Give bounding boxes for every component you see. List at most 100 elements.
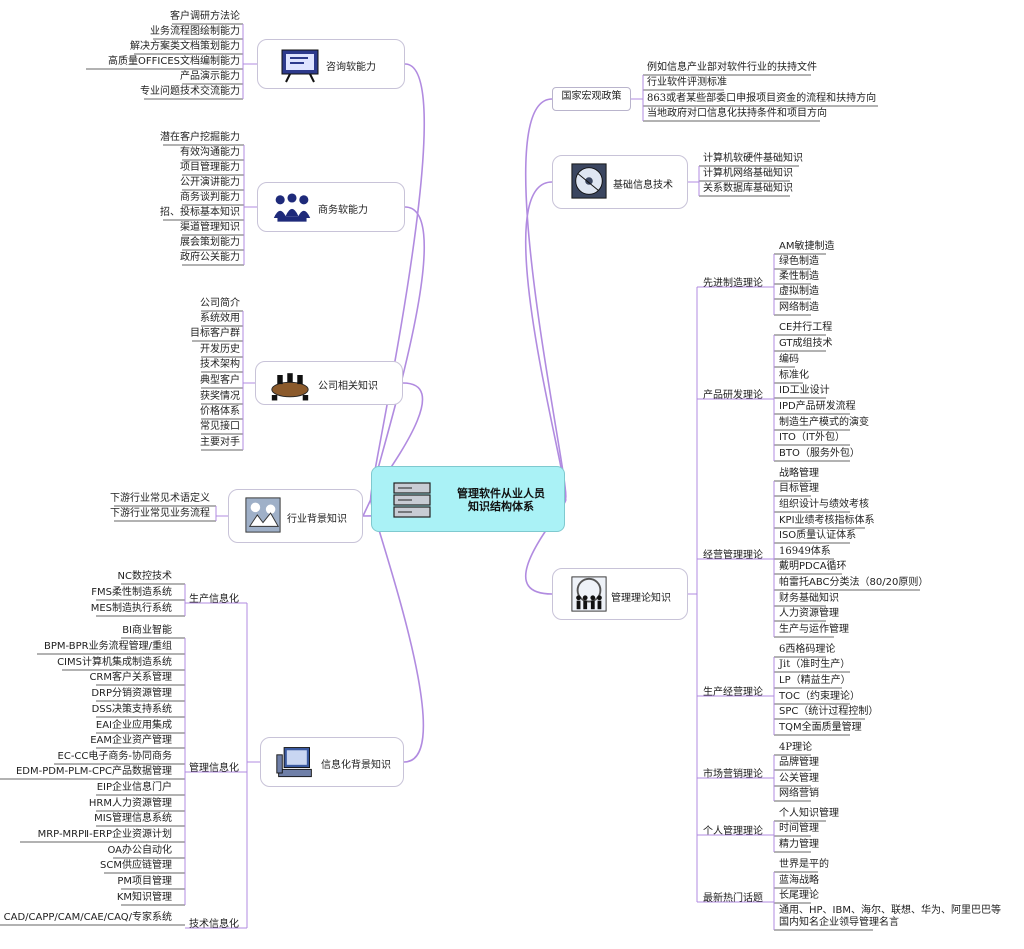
mgmt-leaf-item[interactable]: 公关管理 (779, 773, 819, 784)
infotech-leaf-item[interactable]: OA办公自动化 (107, 845, 172, 856)
mgmt-leaf-item[interactable]: AM敏捷制造 (779, 241, 835, 252)
mgmt-leaf-item[interactable]: TQM全面质量管理 (779, 722, 862, 733)
mgmt-leaf-item[interactable]: 制造生产模式的演变 (779, 417, 869, 428)
mgmt-leaf-item[interactable]: 组织设计与绩效考核 (779, 499, 869, 510)
mgmt-leaf-item[interactable]: Jit（准时生产） (779, 659, 851, 670)
consult-leaf-item[interactable]: 客户调研方法论 (170, 11, 240, 22)
mgmt-group-label[interactable]: 生产经营理论 (703, 687, 763, 698)
mgmt-leaf-item[interactable]: 戴明PDCA循环 (779, 561, 847, 572)
infotech-leaf-item[interactable]: KM知识管理 (116, 892, 172, 903)
mgmt-leaf-item[interactable]: 世界是平的 (779, 859, 829, 870)
mgmt-leaf-item[interactable]: SPC（统计过程控制） (779, 706, 879, 717)
policy-leaf-item[interactable]: 当地政府对口信息化扶持条件和项目方向 (647, 108, 827, 119)
infotech-leaf-item[interactable]: EAI企业应用集成 (95, 720, 172, 731)
mgmt-leaf-item[interactable]: 网络营销 (779, 788, 819, 799)
node-basic-it[interactable]: 基础信息技术 (552, 155, 688, 209)
infotech-leaf-item[interactable]: CIMS计算机集成制造系统 (57, 657, 172, 668)
business-leaf-item[interactable]: 渠道管理知识 (180, 222, 240, 233)
company-leaf-item[interactable]: 获奖情况 (200, 391, 240, 402)
infotech-leaf-item[interactable]: EIP企业信息门户 (96, 782, 172, 793)
infotech-leaf-item[interactable]: EAM企业资产管理 (90, 735, 172, 746)
infotech-leaf-item[interactable]: DSS决策支持系统 (91, 704, 172, 715)
infotech-leaf-item[interactable]: HRM人力资源管理 (88, 798, 172, 809)
mgmt-leaf-item[interactable]: 时间管理 (779, 823, 819, 834)
policy-leaf-item[interactable]: 行业软件评测标准 (647, 77, 727, 88)
business-leaf-item[interactable]: 潜在客户挖掘能力 (160, 132, 240, 143)
company-leaf-item[interactable]: 开发历史 (200, 344, 240, 355)
infotech-leaf-item[interactable]: BPM-BPR业务流程管理/重组 (44, 641, 172, 652)
business-leaf-item[interactable]: 公开演讲能力 (180, 177, 240, 188)
mgmt-leaf-item[interactable]: 目标管理 (779, 483, 819, 494)
mgmt-leaf-item[interactable]: IPD产品研发流程 (779, 401, 856, 412)
node-management-theory[interactable]: 管理理论知识 (552, 568, 688, 620)
mgmt-leaf-item[interactable]: GT成组技术 (779, 338, 833, 349)
mgmt-leaf-item[interactable]: 战略管理 (779, 468, 819, 479)
mgmt-leaf-item[interactable]: 财务基础知识 (779, 593, 839, 604)
node-national-policy[interactable]: 国家宏观政策 (552, 87, 631, 111)
mgmt-group-label[interactable]: 产品研发理论 (703, 390, 763, 401)
business-leaf-item[interactable]: 有效沟通能力 (180, 147, 240, 158)
node-business-skills[interactable]: 商务软能力 (257, 182, 405, 232)
basicit-leaf-item[interactable]: 计算机软硬件基础知识 (703, 153, 803, 164)
mgmt-leaf-item[interactable]: ITO（IT外包） (779, 432, 845, 443)
company-leaf-item[interactable]: 典型客户 (200, 375, 240, 386)
mgmt-group-label[interactable]: 个人管理理论 (703, 826, 763, 837)
business-leaf-item[interactable]: 商务谈判能力 (180, 192, 240, 203)
infotech-leaf-item[interactable]: MIS管理信息系统 (94, 813, 172, 824)
mgmt-leaf-item[interactable]: 6西格码理论 (779, 644, 836, 655)
mgmt-leaf-item[interactable]: 生产与运作管理 (779, 624, 849, 635)
mgmt-group-label[interactable]: 市场营销理论 (703, 769, 763, 780)
business-leaf-item[interactable]: 项目管理能力 (180, 162, 240, 173)
consult-leaf-item[interactable]: 解决方案类文档策划能力 (130, 41, 240, 52)
consult-leaf-item[interactable]: 产品演示能力 (180, 71, 240, 82)
business-leaf-item[interactable]: 展会策划能力 (180, 237, 240, 248)
basicit-leaf-item[interactable]: 计算机网络基础知识 (703, 168, 793, 179)
node-informatization-background[interactable]: 信息化背景知识 (260, 737, 404, 787)
company-leaf-item[interactable]: 系统效用 (200, 313, 240, 324)
basicit-leaf-item[interactable]: 关系数据库基础知识 (703, 183, 793, 194)
company-leaf-item[interactable]: 价格体系 (200, 406, 240, 417)
mgmt-leaf-item[interactable]: 长尾理论 (779, 890, 819, 901)
company-leaf-item[interactable]: 目标客户群 (190, 328, 240, 339)
infotech-group-label[interactable]: 技术信息化 (189, 919, 239, 930)
mgmt-leaf-item[interactable]: 精力管理 (779, 839, 819, 850)
mgmt-leaf-item[interactable]: BTO（服务外包） (779, 448, 860, 459)
node-consulting-skills[interactable]: 咨询软能力 (257, 39, 405, 89)
node-company-knowledge[interactable]: 公司相关知识 (255, 361, 403, 405)
mgmt-leaf-item[interactable]: 绿色制造 (779, 256, 819, 267)
mgmt-leaf-item[interactable]: 通用、HP、IBM、海尔、联想、华为、阿里巴巴等 (779, 905, 1001, 916)
industry-leaf-item[interactable]: 下游行业常见术语定义 (110, 493, 210, 504)
industry-leaf-item[interactable]: 下游行业常见业务流程 (110, 508, 210, 519)
infotech-leaf-item[interactable]: SCM供应链管理 (100, 860, 172, 871)
infotech-leaf-item[interactable]: EDM-PDM-PLM-CPC产品数据管理 (15, 766, 172, 777)
mgmt-leaf-item[interactable]: 4P理论 (779, 742, 813, 753)
business-leaf-item[interactable]: 政府公关能力 (180, 252, 240, 263)
company-leaf-item[interactable]: 技术架构 (200, 359, 240, 370)
mgmt-leaf-item[interactable]: 蓝海战略 (779, 875, 819, 886)
infotech-leaf-item[interactable]: BI商业智能 (122, 625, 172, 636)
consult-leaf-item[interactable]: 专业问题技术交流能力 (140, 86, 240, 97)
central-topic[interactable]: 管理软件从业人员 知识结构体系 (371, 466, 565, 532)
infotech-group-label[interactable]: 生产信息化 (189, 594, 239, 605)
policy-leaf-item[interactable]: 例如信息产业部对软件行业的扶持文件 (647, 62, 817, 73)
company-leaf-item[interactable]: 公司简介 (200, 298, 240, 309)
mgmt-group-label[interactable]: 先进制造理论 (703, 278, 763, 289)
mgmt-leaf-item[interactable]: LP（精益生产） (779, 675, 851, 686)
infotech-leaf-item[interactable]: CRM客户关系管理 (89, 672, 172, 683)
mgmt-leaf-item[interactable]: 标准化 (779, 370, 809, 381)
policy-leaf-item[interactable]: 863或者某些部委口申报项目资金的流程和扶持方向 (647, 93, 877, 104)
mgmt-leaf-item[interactable]: 人力资源管理 (779, 608, 839, 619)
infotech-leaf-item[interactable]: CAD/CAPP/CAM/CAE/CAQ/专家系统 (3, 912, 172, 923)
consult-leaf-item[interactable]: 高质量OFFICES文档编制能力 (108, 56, 240, 67)
mgmt-group-label[interactable]: 经营管理理论 (703, 550, 763, 561)
infotech-leaf-item[interactable]: DRP分销资源管理 (91, 688, 172, 699)
mgmt-leaf-item[interactable]: 个人知识管理 (779, 808, 839, 819)
infotech-leaf-item[interactable]: MRP-MRPⅡ-ERP企业资源计划 (37, 829, 172, 840)
mgmt-leaf-item[interactable]: TOC（约束理论） (779, 691, 860, 702)
mgmt-leaf-item[interactable]: 柔性制造 (779, 271, 819, 282)
business-leaf-item[interactable]: 招、投标基本知识 (160, 207, 240, 218)
infotech-group-label[interactable]: 管理信息化 (189, 763, 239, 774)
mgmt-leaf-item[interactable]: ISO质量认证体系 (779, 530, 857, 541)
mgmt-leaf-item[interactable]: 16949体系 (779, 546, 831, 557)
company-leaf-item[interactable]: 常见接口 (200, 421, 240, 432)
